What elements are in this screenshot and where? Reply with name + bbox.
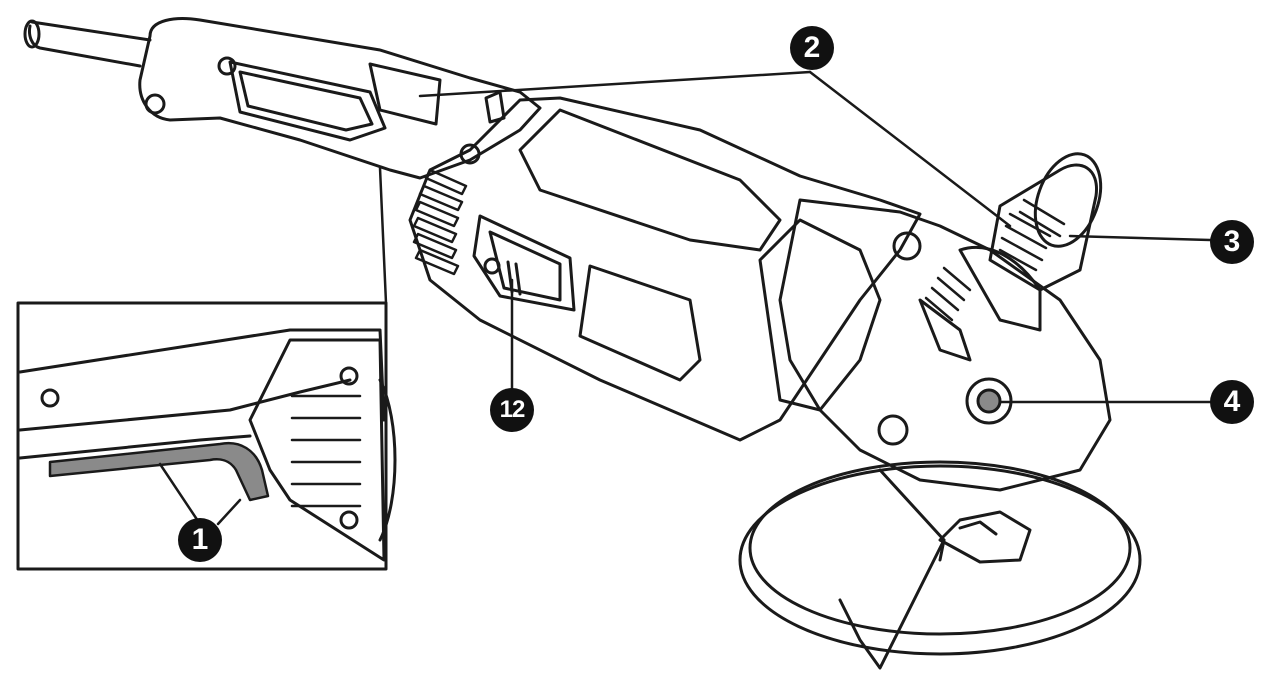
callout-4-label: 4 [1223, 385, 1241, 418]
inset-closeup [18, 328, 397, 562]
callout-2-label: 2 [803, 31, 821, 64]
trigger-lever [48, 441, 270, 502]
housing-vents [412, 168, 468, 276]
callout-12-label: 12 [499, 396, 526, 423]
callout-1: 1 [178, 518, 222, 562]
callout-1-label: 1 [191, 523, 209, 556]
callout-3: 3 [1210, 220, 1254, 264]
rear-handle [138, 17, 542, 180]
gear-head [758, 198, 1112, 492]
callout-3-label: 3 [1223, 225, 1241, 258]
callout-4: 4 [1210, 380, 1254, 424]
wheel-guard [738, 460, 1142, 670]
inset-box [16, 166, 388, 571]
side-handle [958, 152, 1103, 332]
callout-12: 12 [490, 388, 534, 432]
callout-2: 2 [790, 26, 834, 70]
motor-housing [408, 96, 922, 442]
power-cord [23, 19, 152, 68]
leader-lines [158, 70, 1212, 526]
